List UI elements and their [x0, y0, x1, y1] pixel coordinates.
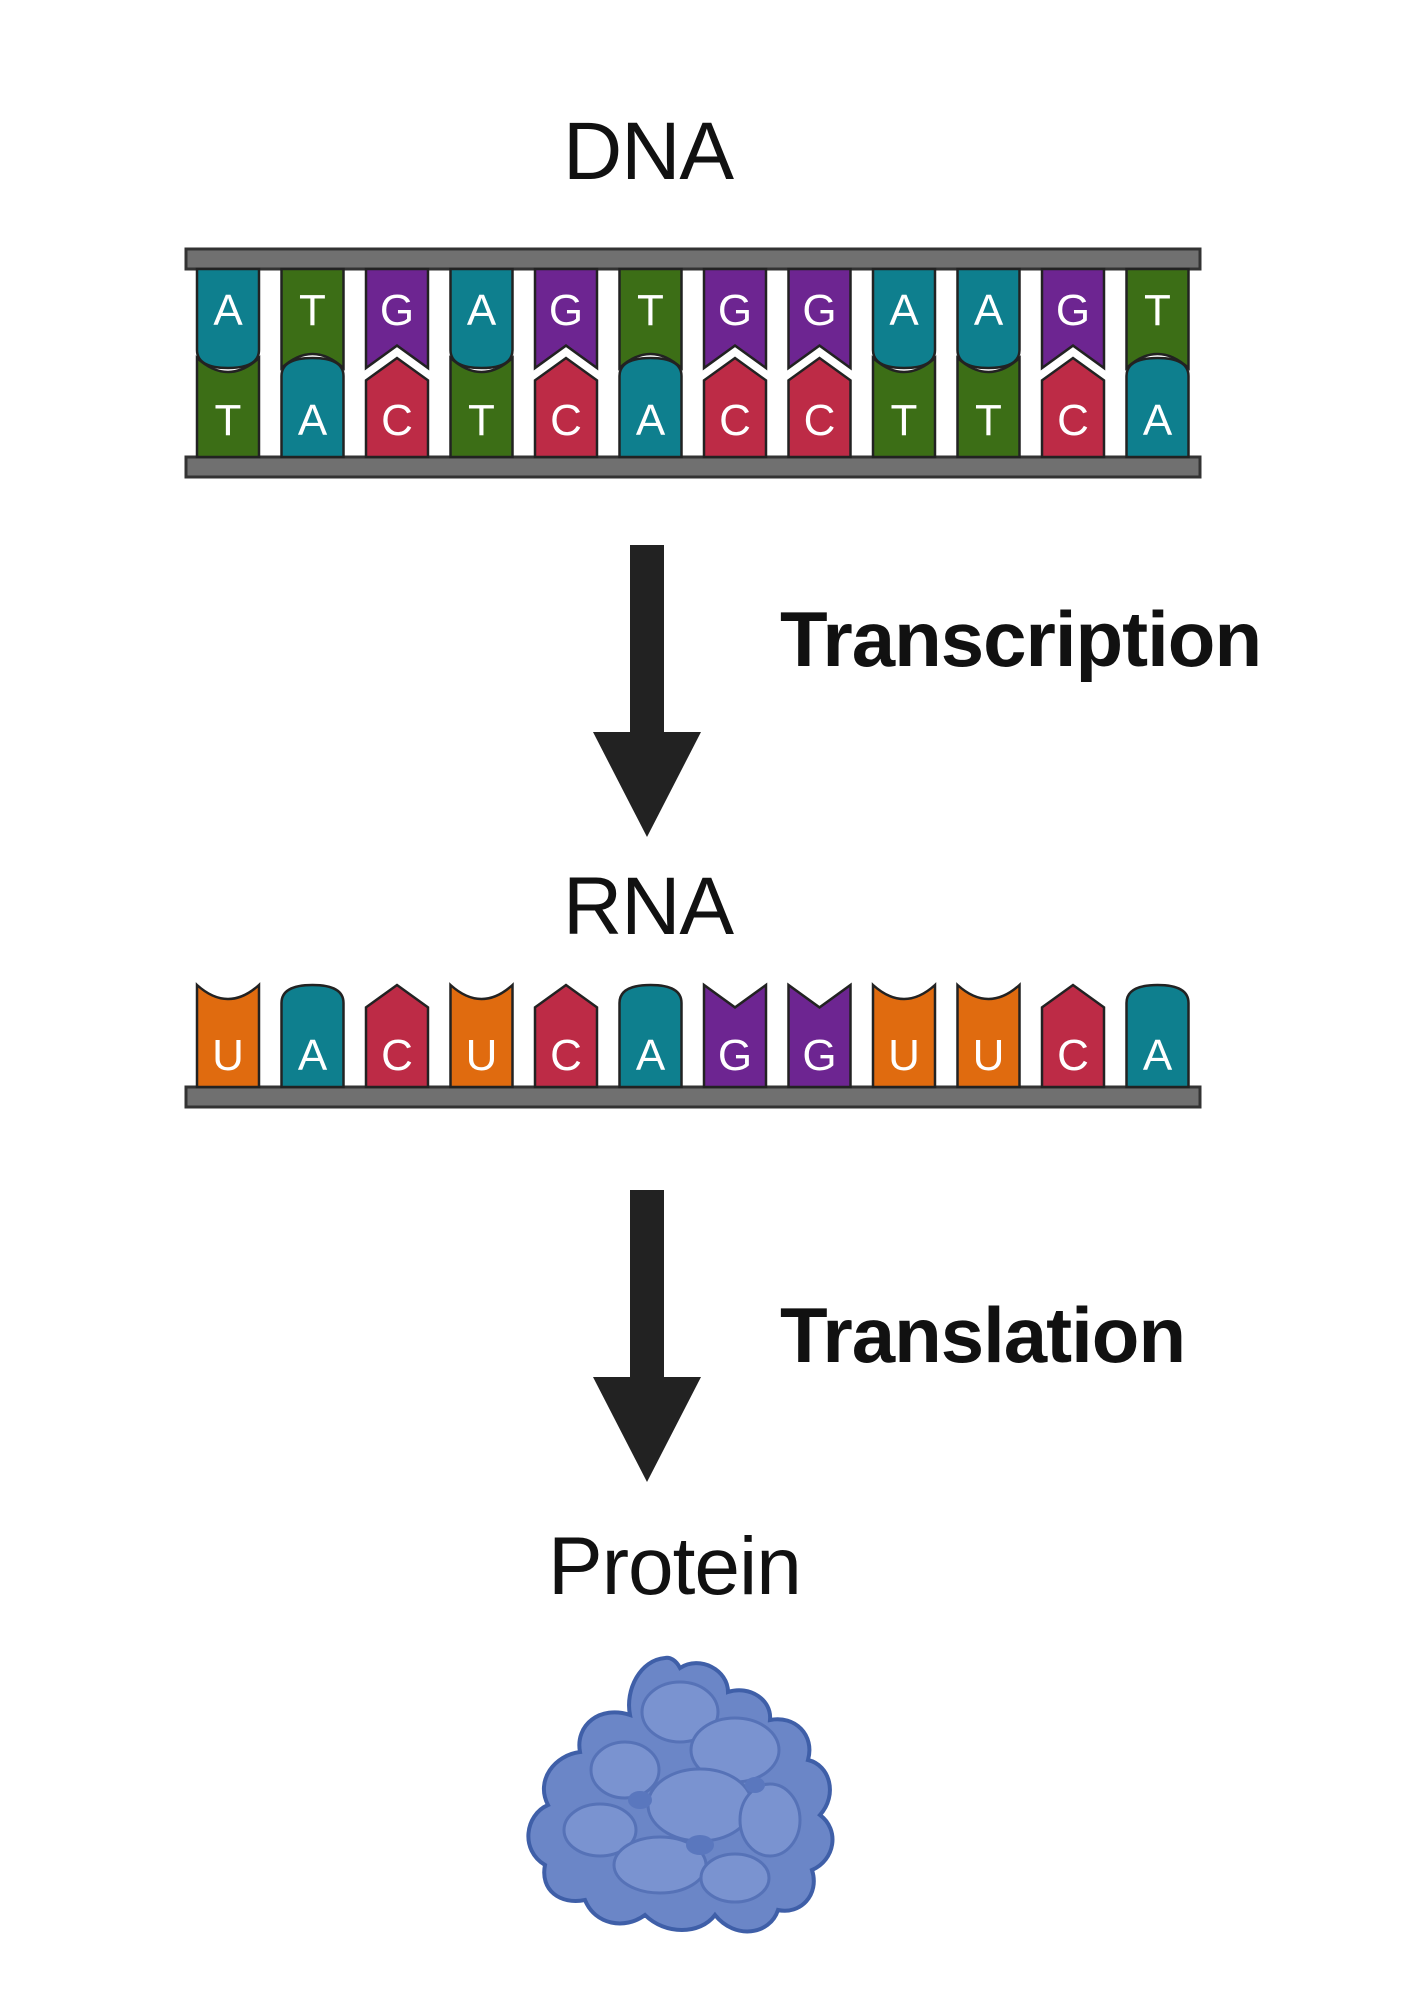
dna-top-base-letter: G — [718, 286, 752, 335]
dna-top-base-G — [364, 267, 430, 371]
dna-bottom-base-A — [280, 356, 345, 459]
dna-bottom-base-A — [618, 356, 683, 459]
rna-base-letter: A — [636, 1031, 666, 1080]
dna-top-base-letter: A — [467, 286, 497, 335]
dna-bottom-base-T — [449, 355, 514, 459]
rna-base-C — [1040, 983, 1106, 1089]
dna-top-base-letter: A — [889, 286, 919, 335]
dna-bottom-base-letter: C — [1057, 396, 1089, 445]
dna-bottom-base-T — [871, 355, 937, 459]
dna-top-base-letter: T — [1144, 286, 1171, 335]
dna-top-base-letter: T — [637, 286, 664, 335]
dna-top-base-G — [1040, 267, 1106, 371]
rna-base-U — [195, 982, 261, 1089]
rna-base-U — [449, 982, 514, 1089]
dna-top-base-letter: G — [549, 286, 583, 335]
dna-top-base-letter: A — [213, 286, 243, 335]
rna-base-letter: U — [888, 1031, 920, 1080]
rna-base-U — [956, 982, 1021, 1089]
rna-base-letter: A — [1143, 1031, 1173, 1080]
dna-top-base-letter: G — [1056, 286, 1090, 335]
dna-double-helix: A T G A G T G G A A G T T A C T C A C C T T C A — [184, 247, 1202, 479]
dna-bottom-base-letter: C — [381, 396, 413, 445]
rna-base-letter: U — [466, 1031, 498, 1080]
down-arrow-icon — [593, 545, 701, 837]
dna-top-base-A — [871, 267, 937, 370]
dna-top-base-letter: A — [974, 286, 1004, 335]
dna-bottom-base-letter: C — [804, 396, 836, 445]
dna-top-base-letter: T — [299, 286, 326, 335]
dna-bottom-base-letter: T — [891, 396, 918, 445]
rna-base-A — [618, 983, 683, 1089]
dna-top-base-A — [195, 267, 261, 370]
rna-base-letter: C — [381, 1031, 413, 1080]
dna-top-base-A — [956, 267, 1021, 370]
dna-bottom-base-T — [195, 355, 261, 459]
rna-base-A — [280, 983, 345, 1089]
dna-bottom-base-letter: T — [975, 396, 1002, 445]
dna-bottom-base-letter: A — [636, 396, 666, 445]
rna-base-letter: U — [973, 1031, 1005, 1080]
dna-bottom-base-letter: C — [550, 396, 582, 445]
down-arrow-icon — [593, 1190, 701, 1482]
dna-bottom-base-letter: A — [1143, 396, 1173, 445]
rna-base-letter: G — [802, 1031, 836, 1080]
dna-bottom-base-letter: T — [468, 396, 495, 445]
rna-base-U — [871, 982, 937, 1089]
protein-label: Protein — [548, 1521, 802, 1612]
dna-bottom-base-A — [1125, 356, 1190, 459]
dna-top-base-letter: G — [802, 286, 836, 335]
dna-bottom-base-letter: T — [215, 396, 242, 445]
dna-bottom-base-C — [364, 356, 430, 459]
translation-label: Translation — [780, 1291, 1186, 1379]
rna-base-A — [1125, 983, 1190, 1089]
protein-blob-icon — [526, 1655, 835, 1934]
dna-top-backbone — [184, 247, 1202, 271]
rna-base-G — [787, 982, 852, 1089]
rna-base-letter: A — [298, 1031, 328, 1080]
dna-top-base-G — [702, 267, 768, 371]
dna-top-base-G — [533, 267, 599, 371]
rna-base-G — [702, 982, 768, 1089]
dna-bottom-base-C — [533, 356, 599, 459]
rna-base-C — [364, 983, 430, 1089]
rna-base-letter: U — [212, 1031, 244, 1080]
rna-label: RNA — [563, 861, 734, 952]
rna-base-letter: C — [1057, 1031, 1089, 1080]
rna-base-C — [533, 983, 599, 1089]
dna-bottom-base-T — [956, 355, 1021, 459]
dna-top-base-G — [787, 267, 852, 371]
rna-backbone — [184, 1085, 1202, 1109]
dna-bottom-base-C — [1040, 356, 1106, 459]
dna-bottom-backbone — [184, 455, 1202, 479]
dna-top-base-A — [449, 267, 514, 370]
dna-label: DNA — [563, 106, 734, 197]
transcription-label: Transcription — [780, 595, 1262, 683]
rna-base-letter: G — [718, 1031, 752, 1080]
dna-bottom-base-letter: A — [298, 396, 328, 445]
rna-base-letter: C — [550, 1031, 582, 1080]
dna-top-base-letter: G — [380, 286, 414, 335]
dna-bottom-base-C — [787, 356, 852, 459]
dna-bottom-base-C — [702, 356, 768, 459]
dna-bottom-base-letter: C — [719, 396, 751, 445]
